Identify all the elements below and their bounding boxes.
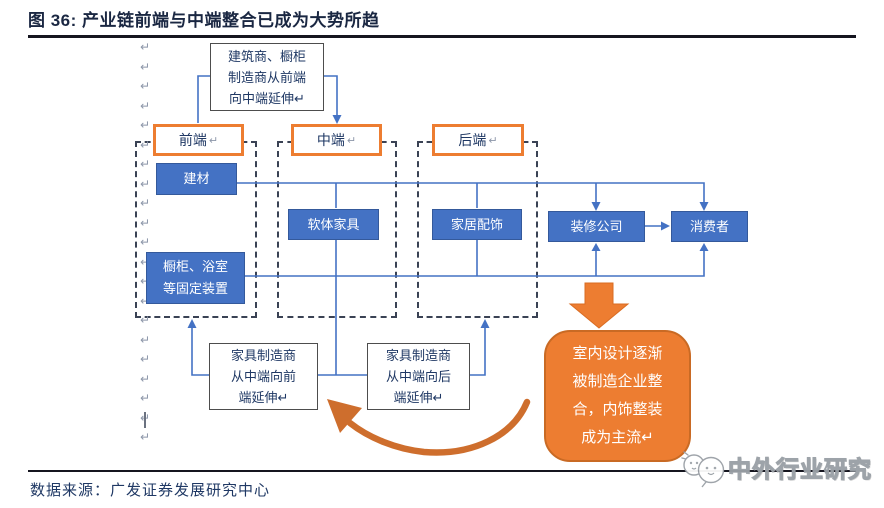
logo-eye-1 (689, 461, 693, 465)
big-down-block-arrow (568, 282, 630, 329)
connector-topnote-to-front (197, 75, 210, 123)
arrowhead-into-consumer-left (661, 221, 670, 231)
title-divider-rule (28, 35, 856, 38)
logo-bubble-right (697, 456, 725, 484)
logo-eye-4 (713, 466, 717, 470)
connector-line-lower (245, 250, 705, 277)
stage-front-label: 前端 (178, 132, 207, 148)
node-soft-furniture: 软体家具 (288, 209, 379, 240)
blue-arrowheads (187, 115, 709, 328)
node-cabinet-bathroom-fixtures: 橱柜、浴室 等固定装置 (146, 252, 245, 304)
curved-arrowhead (327, 399, 362, 433)
connector-bottomnote-to-front (191, 327, 209, 376)
stage-back-label: 后端 (458, 132, 487, 148)
logo-bubble-tail (701, 481, 707, 488)
stage-box-back: 后端↵ (432, 124, 524, 156)
note-furniture-makers-extend-front: 家具制造商 从中端向前 端延伸↵ (209, 343, 318, 410)
node-building-materials: 建材 (156, 163, 237, 195)
arrowhead-into-front-region (187, 319, 197, 328)
stage-mid-label: 中端 (316, 132, 345, 148)
logo-smile-2 (707, 472, 715, 476)
note-builders-extend-to-mid: 建筑商、橱柜 制造商从前端 向中端延伸↵ (210, 43, 324, 111)
connector-bottomnote-to-back (469, 327, 486, 376)
stage-box-mid: 中端↵ (291, 124, 382, 156)
logo-smile-1 (691, 467, 697, 470)
orange-arrows (327, 282, 630, 456)
callout-interior-design-integration: 室内设计逐渐 被制造企业整 合，内饰整装 成为主流↵ (544, 330, 691, 462)
return-mark: ↵ (346, 134, 357, 147)
arrowhead-into-consumer-bottom (699, 243, 709, 251)
blue-connector-lines (191, 75, 705, 376)
node-decoration-company: 装修公司 (548, 211, 645, 242)
arrowhead-into-company-top (591, 202, 601, 211)
arrowhead-into-mid-stage (332, 115, 342, 124)
figure-title: 图 36: 产业链前端与中端整合已成为大势所趋 (28, 11, 380, 30)
connector-topnote-to-mid (323, 75, 338, 116)
node-consumer: 消费者 (671, 211, 748, 242)
curved-swoosh-arrow (346, 398, 531, 456)
text-cursor-artifact (144, 412, 146, 428)
footer-divider-rule (28, 470, 856, 472)
watermark: 中外行业研究 (662, 436, 884, 496)
arrowhead-into-consumer-top (699, 202, 709, 211)
logo-eye-3 (705, 466, 709, 470)
logo-eye-2 (695, 461, 699, 465)
watermark-text: 中外行业研究 (727, 455, 872, 482)
return-mark: ↵ (488, 134, 498, 147)
data-source-text: 数据来源：广发证券发展研究中心 (30, 482, 271, 499)
stage-box-front: 前端↵ (153, 124, 244, 156)
arrowhead-into-back-region (480, 319, 490, 328)
connector-line-upper (237, 182, 705, 203)
return-mark: ↵ (208, 134, 219, 147)
note-furniture-makers-extend-back: 家具制造商 从中端向后 端延伸↵ (367, 343, 470, 410)
arrowhead-into-company-bottom (591, 243, 601, 251)
node-home-accessories: 家居配饰 (432, 209, 522, 240)
chat-bubbles-logo-icon (681, 451, 725, 488)
